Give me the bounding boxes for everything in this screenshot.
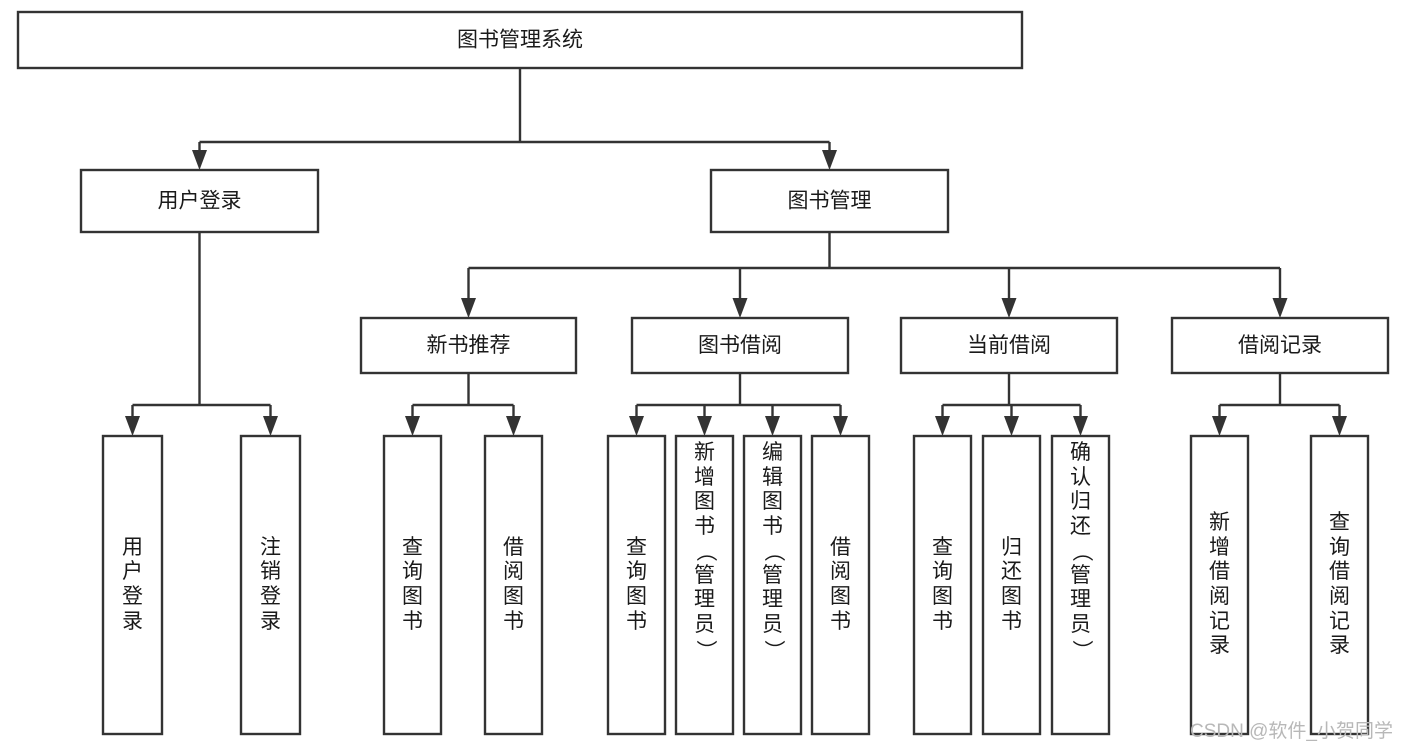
arrow-head-icon	[461, 298, 476, 318]
node-leaf-book_borrow-2[interactable]	[742, 434, 803, 736]
node-level3-0[interactable]	[359, 316, 578, 375]
node-leaf-borrow_record-0[interactable]	[1189, 434, 1250, 736]
arrow-head-icon	[833, 416, 848, 436]
arrow-head-icon	[1004, 416, 1019, 436]
arrow-head-icon	[405, 416, 420, 436]
node-label-level3-2: 当前借阅	[967, 334, 1051, 357]
node-label-level3-1: 图书借阅	[698, 334, 782, 357]
arrow-head-icon	[192, 150, 207, 170]
arrow-head-icon	[822, 150, 837, 170]
node-level3-1[interactable]	[630, 316, 850, 375]
arrow-head-icon	[935, 416, 950, 436]
arrow-head-icon	[1073, 416, 1088, 436]
arrow-head-icon	[732, 298, 748, 318]
node-leaf-new_book_recommend-0[interactable]	[382, 434, 443, 736]
csdn-watermark: CSDN @软件_小贺同学	[1190, 721, 1393, 742]
node-level2-0[interactable]	[79, 168, 320, 234]
node-level3-3[interactable]	[1170, 316, 1390, 375]
node-leaf-current_borrow-1[interactable]	[981, 434, 1042, 736]
node-leaf-new_book_recommend-1[interactable]	[483, 434, 544, 736]
node-label-level2-1: 图书管理	[788, 190, 872, 213]
arrow-head-icon	[1212, 416, 1227, 436]
node-level2-1[interactable]	[709, 168, 950, 234]
node-label-level2-0: 用户登录	[158, 190, 242, 213]
node-leaf-current_borrow-2[interactable]	[1050, 434, 1111, 736]
node-leaf-user_login-0[interactable]	[101, 434, 164, 736]
arrow-head-icon	[263, 416, 278, 436]
arrow-head-icon	[506, 416, 521, 436]
node-label-level3-3: 借阅记录	[1238, 334, 1322, 357]
node-leaf-current_borrow-0[interactable]	[912, 434, 973, 736]
node-leaf-book_borrow-1[interactable]	[674, 434, 735, 736]
node-label-root: 图书管理系统	[457, 29, 583, 52]
arrow-head-icon	[629, 416, 644, 436]
node-root-book-management-system[interactable]	[16, 10, 1024, 70]
arrow-head-icon	[1272, 298, 1288, 318]
arrow-head-icon	[1001, 298, 1017, 318]
arrow-head-icon	[765, 416, 780, 436]
node-leaf-book_borrow-3[interactable]	[810, 434, 871, 736]
node-leaf-book_borrow-0[interactable]	[606, 434, 667, 736]
node-label-level3-0: 新书推荐	[427, 334, 511, 357]
node-leaf-user_login-1[interactable]	[239, 434, 302, 736]
node-boxes-group	[16, 10, 1390, 736]
arrow-head-icon	[125, 416, 140, 436]
node-level3-2[interactable]	[899, 316, 1119, 375]
node-leaf-borrow_record-1[interactable]	[1309, 434, 1370, 736]
arrow-head-icon	[697, 416, 712, 436]
connector-lines-group	[125, 68, 1347, 436]
arrow-head-icon	[1332, 416, 1347, 436]
